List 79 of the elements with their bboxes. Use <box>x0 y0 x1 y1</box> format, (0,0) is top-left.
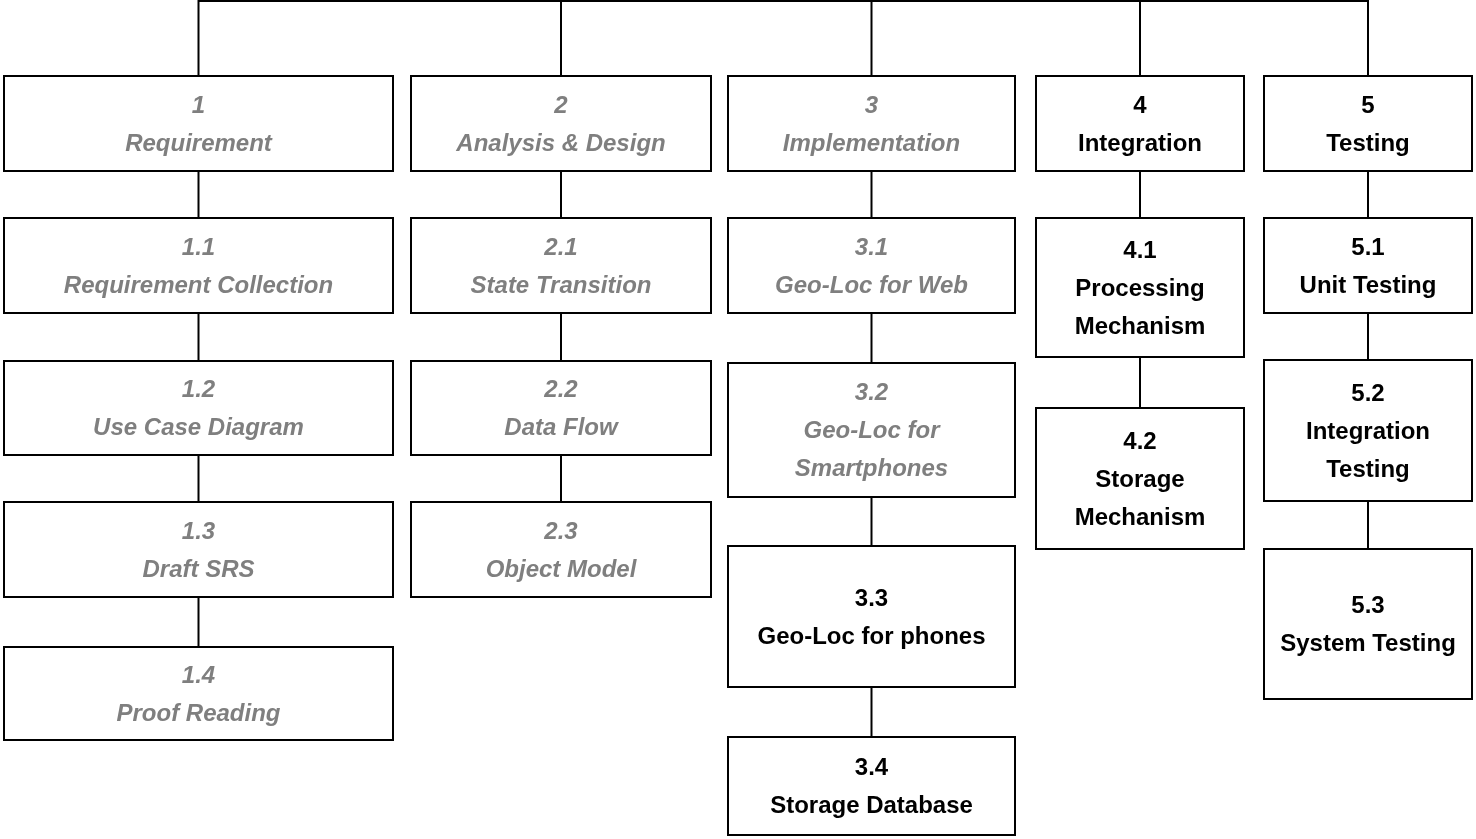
task-number: 3.3 <box>854 582 889 613</box>
task-title: Testing <box>1326 127 1410 158</box>
wbs-box <box>1035 75 1245 172</box>
connector-line <box>870 171 873 218</box>
wbs-box <box>1035 217 1245 358</box>
task-number: 5 <box>1361 89 1375 120</box>
task-number: 2.2 <box>544 374 578 404</box>
wbs-box <box>727 75 1016 172</box>
task-title: Unit Testing <box>1299 269 1437 300</box>
task-number: 2.1 <box>544 231 578 262</box>
task-number: 1.1 <box>181 231 216 262</box>
task-number: 5.3 <box>1351 590 1385 620</box>
wbs-box <box>410 75 712 172</box>
wbs-box <box>1263 548 1473 700</box>
connector-line <box>1139 357 1141 408</box>
wbs-box <box>3 75 394 172</box>
task-title: Object Model <box>485 553 637 584</box>
connector-line <box>560 171 562 218</box>
task-number: 4.1 <box>1123 234 1157 265</box>
task-title: Requirement <box>125 127 272 158</box>
task-title: Draft SRS <box>142 553 255 584</box>
task-title: System Testing <box>1280 628 1456 658</box>
connector-line <box>197 597 200 647</box>
connector-line <box>1367 313 1369 360</box>
wbs-box <box>1035 407 1245 550</box>
connector-line <box>1367 501 1369 549</box>
task-title: Requirement Collection <box>63 269 334 300</box>
wbs-box <box>1263 359 1473 502</box>
wbs-box <box>3 360 394 456</box>
wbs-box <box>3 217 394 314</box>
task-number: 3 <box>864 89 879 120</box>
connector-line <box>870 313 873 363</box>
connector-line <box>197 171 200 218</box>
task-title: Data Flow <box>504 412 618 442</box>
task-number: 5.2 <box>1351 377 1385 408</box>
wbs-box <box>3 501 394 598</box>
task-title: Proof Reading <box>116 697 281 728</box>
wbs-box <box>1263 217 1473 314</box>
task-number: 1.4 <box>181 659 216 690</box>
connector-line <box>1367 171 1369 218</box>
wbs-box <box>727 545 1016 688</box>
task-title: Storage Database <box>770 790 973 820</box>
wbs-box <box>727 362 1016 498</box>
task-number: 3.4 <box>854 752 889 782</box>
wbs-box <box>410 501 712 598</box>
task-number: 1.2 <box>181 374 216 404</box>
task-title: Processing Mechanism <box>1073 272 1207 341</box>
task-title: State Transition <box>470 269 652 300</box>
task-number: 1.3 <box>181 515 216 546</box>
connector-line <box>870 497 873 546</box>
task-number: 4.2 <box>1123 425 1157 456</box>
task-number: 3.2 <box>854 377 889 407</box>
task-title: Geo-Loc for phones <box>757 620 986 651</box>
wbs-box <box>727 217 1016 314</box>
wbs-box <box>1263 75 1473 172</box>
task-number: 4 <box>1133 89 1147 120</box>
task-title: Storage Mechanism <box>1073 463 1207 532</box>
connector-line <box>870 687 873 737</box>
task-number: 5.1 <box>1351 231 1385 262</box>
task-title: Analysis & Design <box>456 127 666 158</box>
wbs-box <box>727 736 1016 836</box>
task-title: Implementation <box>782 127 961 158</box>
task-title: Geo-Loc for Web <box>775 269 968 300</box>
connector-line <box>1139 171 1141 218</box>
task-number: 2.3 <box>544 515 578 546</box>
task-number: 3.1 <box>854 231 889 262</box>
wbs-box <box>3 646 394 741</box>
task-title: Geo-Loc for Smartphones <box>793 415 950 483</box>
task-number: 1 <box>191 89 206 120</box>
connector-line <box>560 455 562 502</box>
task-number: 2 <box>554 89 568 120</box>
connector-line <box>560 313 562 361</box>
wbs-box <box>410 217 712 314</box>
wbs-box <box>410 360 712 456</box>
task-title: Integration <box>1078 127 1202 158</box>
task-title: Use Case Diagram <box>93 412 304 442</box>
connector-line <box>197 313 200 361</box>
task-title: Integration Testing <box>1305 415 1431 484</box>
connector-line <box>197 455 200 502</box>
